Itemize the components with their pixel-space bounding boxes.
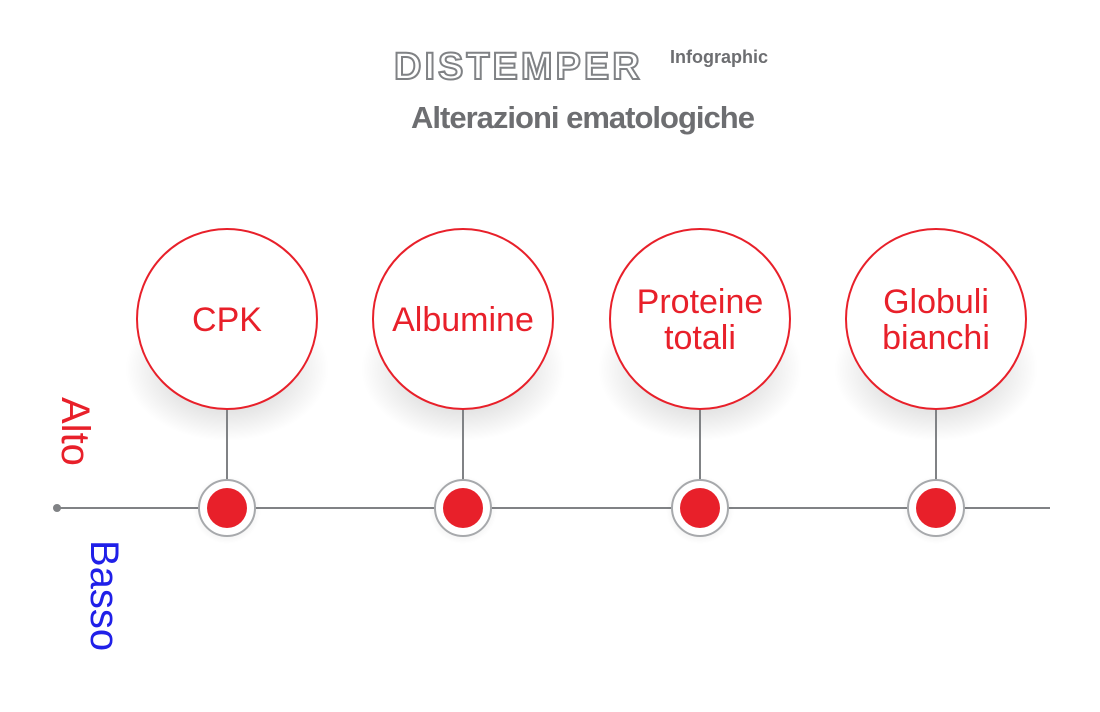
header: DISTEMPER Infographic Alterazioni ematol…	[0, 40, 1100, 150]
node-label: totali	[664, 319, 736, 357]
node-circle	[372, 228, 554, 410]
node-label: Globuli	[883, 283, 989, 321]
axis-label-low: Basso	[82, 540, 126, 652]
tagline: Infographic	[670, 47, 768, 67]
timeline-node: CPK	[125, 228, 329, 544]
timeline-node: Albumine	[361, 228, 565, 544]
marker-dot	[207, 488, 247, 528]
node-circle	[845, 228, 1027, 410]
timeline-origin-dot	[53, 504, 61, 512]
axis-label-high: Alto	[53, 397, 97, 466]
node-label: CPK	[192, 301, 262, 339]
marker-dot	[680, 488, 720, 528]
node-label: Proteine	[637, 283, 764, 321]
node-circle	[609, 228, 791, 410]
node-circle	[136, 228, 318, 410]
page-subtitle: Alterazioni ematologiche	[411, 100, 755, 135]
marker-dot	[443, 488, 483, 528]
node-label: bianchi	[882, 319, 990, 357]
node-label: Albumine	[392, 301, 534, 339]
brand-title: DISTEMPER	[393, 46, 643, 88]
marker-dot	[916, 488, 956, 528]
